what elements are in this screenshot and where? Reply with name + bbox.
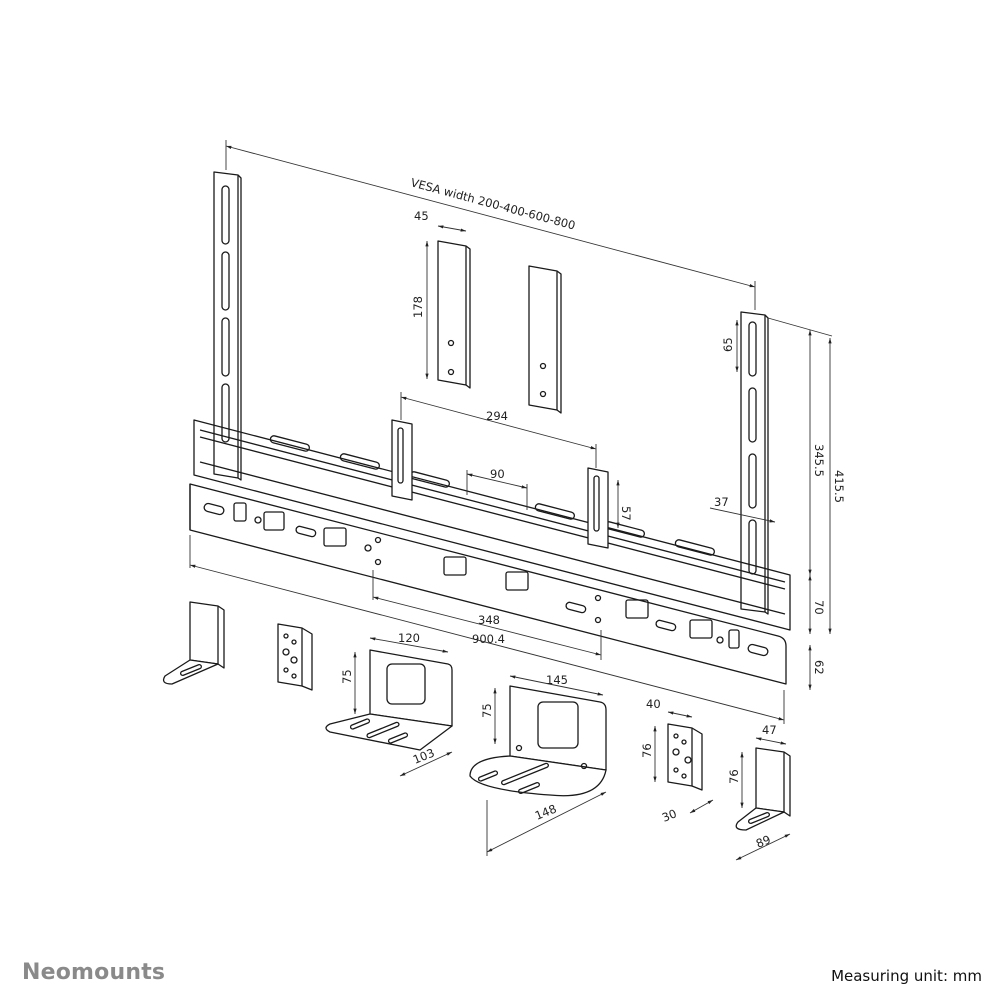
arm-height-inner-label: 345.5 [812, 444, 826, 477]
adapter-width-label: 40 [646, 697, 661, 711]
l-bracket-depth-label: 89 [754, 832, 773, 850]
arm-width-label: 37 [714, 495, 729, 509]
clip-height-label: 178 [411, 296, 425, 318]
large-shelf-depth-label: 148 [533, 802, 559, 823]
large-shelf-bracket [469, 685, 607, 797]
vesa-width-label: VESA width 200-400-600-800 [409, 175, 577, 232]
small-shelf-bracket [325, 649, 453, 751]
arm-height-total-label: 415.5 [832, 470, 846, 503]
small-shelf-width-label: 120 [398, 631, 420, 645]
measuring-unit-label: Measuring unit: mm [831, 967, 982, 985]
left-vertical-arm [213, 171, 242, 481]
rail-height-label: 70 [812, 600, 826, 615]
brand-logo: Neomounts [22, 960, 166, 985]
bracket-height-label: 57 [619, 506, 633, 521]
total-width-label: 900.4 [472, 632, 505, 646]
adapter-height-label: 76 [640, 743, 654, 758]
small-shelf-height-label: 75 [340, 669, 354, 684]
right-vertical-arm [740, 311, 769, 615]
large-shelf-height-label: 75 [480, 703, 494, 718]
small-l-bracket-right [735, 747, 791, 831]
clip-bracket-left [437, 240, 471, 389]
center-width-label: 348 [478, 613, 500, 627]
adapter-depth-label: 30 [660, 806, 679, 824]
small-l-bracket-left [162, 601, 225, 685]
l-bracket-width-label: 47 [762, 723, 777, 737]
adapter-plate-left [277, 623, 313, 691]
center-brackets [391, 419, 609, 549]
slot-length-label: 65 [721, 337, 735, 352]
bracket-spacing-label: 294 [486, 409, 508, 423]
clip-bracket-right [528, 265, 562, 414]
large-shelf-width-label: 145 [546, 673, 568, 687]
dimension-lines [189, 140, 833, 861]
l-bracket-height-label: 76 [727, 769, 741, 784]
hole-spacing-label: 90 [490, 467, 505, 481]
plate-height-label: 62 [812, 660, 826, 675]
clip-width-label: 45 [414, 209, 429, 223]
adapter-plate-right [667, 723, 703, 791]
